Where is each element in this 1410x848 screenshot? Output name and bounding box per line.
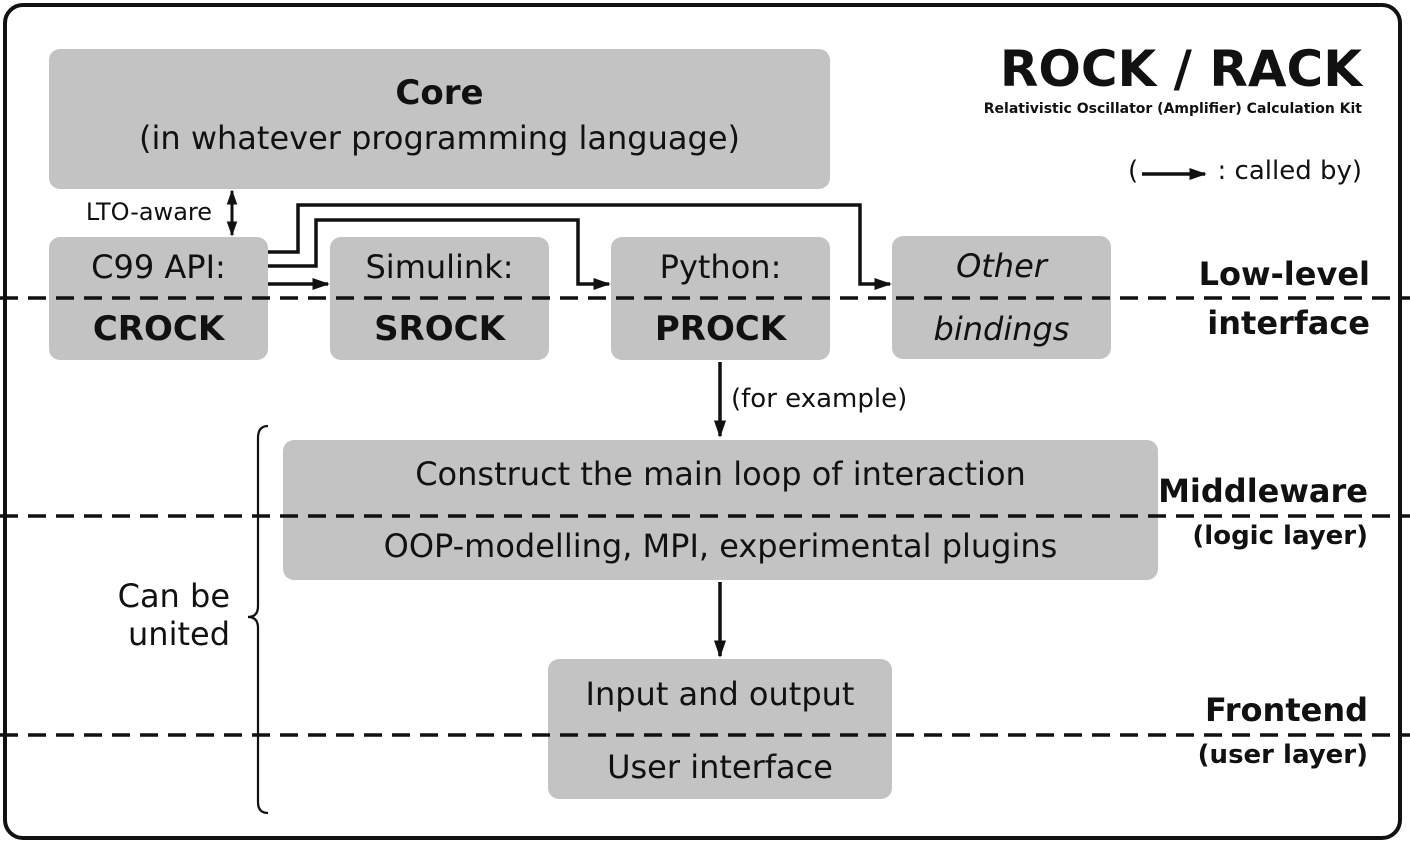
page-title: ROCK / RACK	[999, 40, 1362, 98]
layer-low-level-sub: interface	[1207, 304, 1370, 342]
other-top-label: Other	[956, 247, 1047, 285]
frontend-top-label: Input and output	[585, 675, 855, 713]
prock-top-label: Python:	[659, 248, 782, 286]
diagram-frame	[3, 3, 1402, 840]
core-box	[49, 49, 830, 189]
united-label-line1: Can be	[117, 577, 230, 615]
legend-label: : called by)	[1217, 156, 1363, 186]
frontend-bottom-label: User interface	[607, 748, 833, 786]
layer-frontend-sub: (user layer)	[1197, 740, 1368, 770]
srock-top-label: Simulink:	[365, 248, 514, 286]
middleware-bottom-label: OOP-modelling, MPI, experimental plugins	[383, 527, 1058, 565]
united-label-line2: united	[128, 615, 230, 653]
layer-middleware-name: Middleware	[1158, 472, 1368, 510]
crock-top-label: C99 API:	[91, 248, 226, 286]
layer-low-level-name: Low-level	[1198, 255, 1370, 293]
layer-frontend-name: Frontend	[1204, 691, 1368, 729]
prock-bottom-label: PROCK	[654, 309, 787, 349]
other-bottom-label: bindings	[933, 310, 1070, 348]
core-subtitle: (in whatever programming language)	[139, 119, 740, 157]
middleware-box	[283, 440, 1158, 580]
srock-bottom-label: SROCK	[374, 309, 505, 349]
example-label: (for example)	[731, 384, 908, 414]
lto-label: LTO-aware	[85, 198, 212, 226]
arrow-to-other	[268, 203, 892, 291]
united-brace	[247, 424, 269, 815]
frontend-box	[548, 659, 892, 799]
crock-bottom-label: CROCK	[92, 309, 225, 349]
arrow-to-python	[268, 218, 611, 291]
page-subtitle: Relativistic Oscillator (Amplifier) Calc…	[983, 101, 1362, 117]
middleware-top-label: Construct the main loop of interaction	[415, 455, 1026, 493]
core-title: Core	[395, 73, 484, 113]
legend-open-paren: (	[1128, 156, 1139, 186]
layer-middleware-sub: (logic layer)	[1192, 521, 1368, 551]
